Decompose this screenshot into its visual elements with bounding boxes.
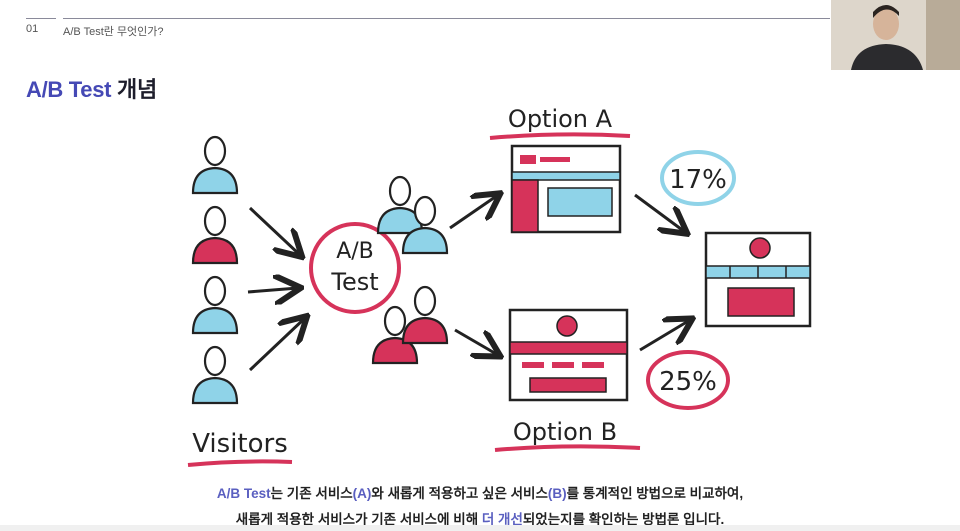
caption-text: 와 새롭게 적용하고 싶은 서비스	[371, 486, 548, 501]
caption-text: 를 통계적인 방법으로 비교하여,	[566, 486, 744, 501]
option-b-rate: 25%	[659, 367, 717, 397]
section-number: 01	[26, 23, 39, 35]
breadcrumb: A/B Test란 무엇인가?	[63, 26, 164, 38]
caption-line1: A/B Test는 기존 서비스(A)와 새롭게 적용하고 싶은 서비스(B)를…	[0, 482, 960, 502]
option-b-label: Option B	[513, 418, 617, 446]
caption-text: 는 기존 서비스	[270, 486, 353, 501]
center-label-line1: A/B	[336, 239, 374, 264]
group-b-person	[401, 285, 449, 345]
caption-text: 되었는지를 확인하는 방법론 입니다.	[522, 512, 725, 527]
center-label-line2: Test	[330, 268, 378, 296]
page-title: A/B Test 개념	[26, 72, 157, 104]
visitor-icon	[191, 205, 239, 265]
option-a-rate: 17%	[669, 165, 727, 195]
rate-a-circle	[660, 150, 736, 206]
result-screen	[704, 231, 812, 328]
visitor-icon	[191, 135, 239, 195]
rate-b-circle	[646, 350, 730, 410]
header-line-long	[63, 18, 830, 19]
option-b-screen	[508, 308, 629, 402]
header-line-short	[26, 18, 56, 19]
presenter-avatar	[831, 0, 960, 70]
arrows-to-test	[247, 206, 305, 372]
visitors-label: Visitors	[192, 429, 288, 459]
option-a-screen	[510, 144, 622, 234]
caption-highlight: A/B Test	[216, 486, 271, 501]
arrows-to-options	[449, 195, 690, 355]
caption-line2: 새롭게 적용한 서비스가 기존 서비스에 비해 더 개선되었는지를 확인하는 방…	[0, 508, 960, 528]
option-a-label: Option A	[508, 105, 613, 133]
bottom-bar	[0, 525, 960, 531]
ab-test-circle	[309, 222, 401, 314]
visitor-icon	[191, 345, 239, 405]
title-highlight: A/B Test	[26, 77, 112, 102]
caption-b: (B)	[547, 486, 567, 501]
webcam-video	[831, 0, 960, 70]
caption-text: 새롭게 적용한 서비스가 기존 서비스에 비해	[235, 512, 482, 527]
caption-a: (A)	[352, 486, 372, 501]
title-rest: 개념	[111, 77, 157, 102]
visitor-icon	[191, 275, 239, 335]
caption-highlight: 더 개선	[481, 512, 523, 527]
